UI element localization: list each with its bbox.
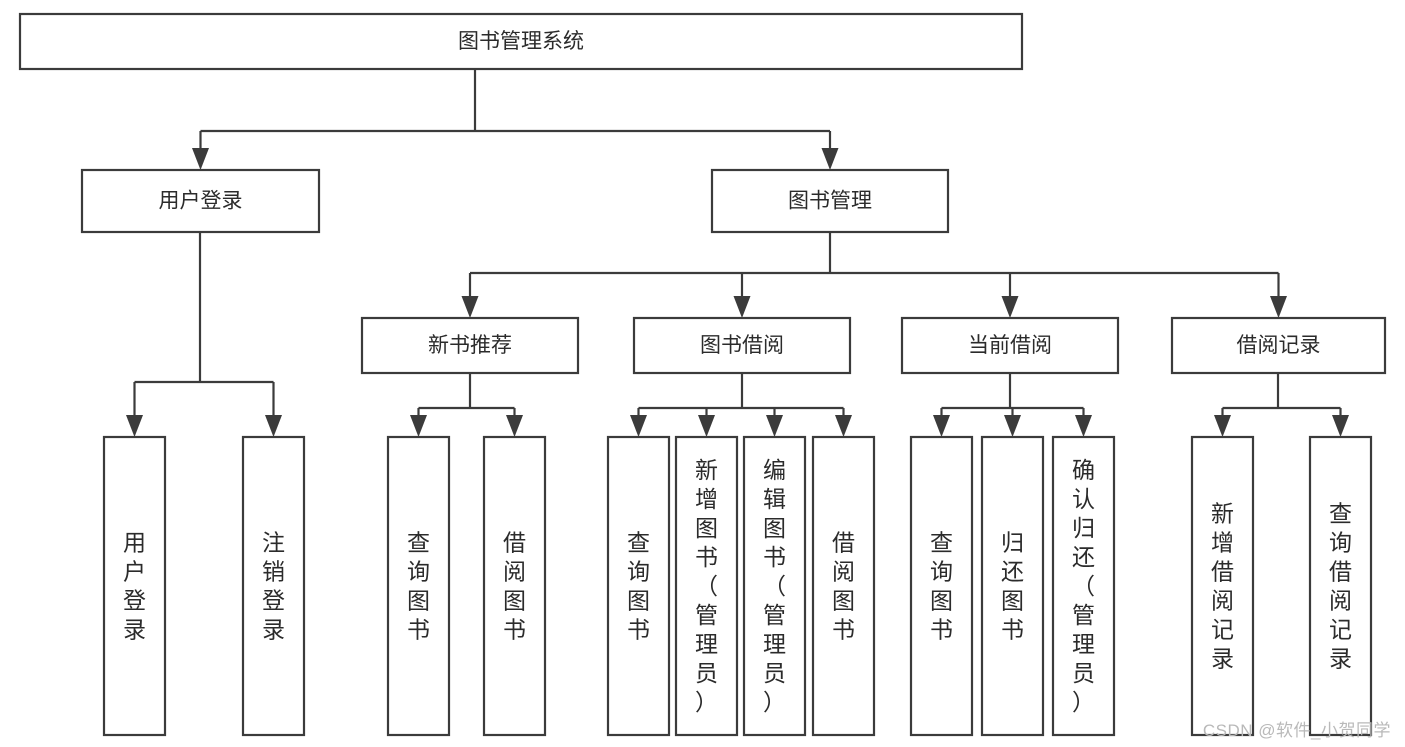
arrow-head-icon (461, 296, 479, 318)
node-box (606, 435, 671, 737)
arrow-head-icon (766, 415, 783, 437)
diagram-node-book-manage[interactable]: 图书管理 (710, 168, 950, 234)
node-label: 用户登录 (123, 530, 146, 643)
diagram-node-book-borrow[interactable]: 图书借阅 (632, 316, 852, 375)
arrow-head-icon (1270, 296, 1287, 318)
node-box (674, 435, 739, 737)
arrow-head-icon (821, 148, 839, 170)
node-label: 归还图书 (1001, 530, 1024, 643)
arrow-head-icon (506, 415, 523, 437)
node-box (482, 435, 547, 737)
node-label: 确认归还（管理员） (1072, 457, 1095, 715)
diagram-node-leaf-query-book-2[interactable]: 查询图书 (606, 435, 671, 737)
node-label: 新书推荐 (428, 334, 512, 357)
arrow-head-icon (1214, 415, 1231, 437)
node-label: 查询图书 (407, 530, 430, 643)
diagram-node-new-book-rec[interactable]: 新书推荐 (360, 316, 580, 375)
diagram-node-leaf-borrow-book-1[interactable]: 借阅图书 (482, 435, 547, 737)
node-label: 用户登录 (159, 190, 243, 213)
node-box (742, 435, 807, 737)
node-label: 当前借阅 (968, 334, 1052, 357)
node-box (241, 435, 306, 737)
diagram-node-root[interactable]: 图书管理系统 (18, 12, 1024, 71)
node-box (386, 435, 451, 737)
node-box (360, 316, 580, 375)
node-box (1051, 435, 1116, 737)
arrow-head-icon (733, 296, 751, 318)
node-label: 图书借阅 (700, 334, 784, 357)
node-box (80, 168, 321, 234)
node-box (710, 168, 950, 234)
diagram-node-leaf-query-record[interactable]: 查询借阅记录 (1308, 435, 1373, 737)
arrow-head-icon (630, 415, 647, 437)
nodes-layer: 图书管理系统用户登录图书管理新书推荐图书借阅当前借阅借阅记录用户登录注销登录查询… (18, 12, 1387, 737)
diagram-node-leaf-edit-book[interactable]: 编辑图书（管理员） (742, 435, 807, 737)
arrow-head-icon (410, 415, 427, 437)
arrow-head-icon (1004, 415, 1021, 437)
arrow-head-icon (126, 415, 143, 437)
diagram-node-leaf-confirm-return[interactable]: 确认归还（管理员） (1051, 435, 1116, 737)
arrow-head-icon (265, 415, 282, 437)
arrow-head-icon (933, 415, 950, 437)
node-label: 图书管理系统 (458, 30, 584, 53)
node-label: 新增图书（管理员） (695, 457, 718, 715)
node-box (632, 316, 852, 375)
arrow-head-icon (1001, 296, 1019, 318)
node-box (1170, 316, 1387, 375)
diagram-node-leaf-logout[interactable]: 注销登录 (241, 435, 306, 737)
node-label: 借阅图书 (832, 530, 855, 643)
arrow-head-icon (1075, 415, 1092, 437)
diagram-node-borrow-record[interactable]: 借阅记录 (1170, 316, 1387, 375)
node-label: 编辑图书（管理员） (763, 457, 786, 715)
diagram-node-leaf-borrow-book-2[interactable]: 借阅图书 (811, 435, 876, 737)
arrow-head-icon (835, 415, 852, 437)
diagram-node-leaf-add-record[interactable]: 新增借阅记录 (1190, 435, 1255, 737)
diagram-node-user-login[interactable]: 用户登录 (80, 168, 321, 234)
diagram-node-leaf-return-book[interactable]: 归还图书 (980, 435, 1045, 737)
diagram-node-leaf-add-book[interactable]: 新增图书（管理员） (674, 435, 739, 737)
diagram-node-leaf-query-book-3[interactable]: 查询图书 (909, 435, 974, 737)
diagram-node-leaf-user-login[interactable]: 用户登录 (102, 435, 167, 737)
node-label: 查询图书 (930, 530, 953, 643)
node-label: 新增借阅记录 (1211, 501, 1234, 672)
node-box (1190, 435, 1255, 737)
node-box (980, 435, 1045, 737)
diagram-node-current-borrow[interactable]: 当前借阅 (900, 316, 1120, 375)
arrow-head-icon (698, 415, 715, 437)
node-box (900, 316, 1120, 375)
arrow-head-icon (1332, 415, 1349, 437)
node-label: 图书管理 (788, 190, 872, 213)
diagram-node-leaf-query-book-1[interactable]: 查询图书 (386, 435, 451, 737)
node-label: 注销登录 (262, 530, 285, 643)
node-label: 借阅图书 (503, 530, 526, 643)
node-box (909, 435, 974, 737)
node-label: 查询借阅记录 (1329, 501, 1352, 672)
node-label: 借阅记录 (1237, 334, 1321, 357)
arrow-head-icon (192, 148, 209, 170)
node-box (102, 435, 167, 737)
node-label: 查询图书 (627, 530, 650, 643)
node-box (1308, 435, 1373, 737)
node-box (811, 435, 876, 737)
edges-layer (126, 69, 1349, 437)
node-box (18, 12, 1024, 71)
